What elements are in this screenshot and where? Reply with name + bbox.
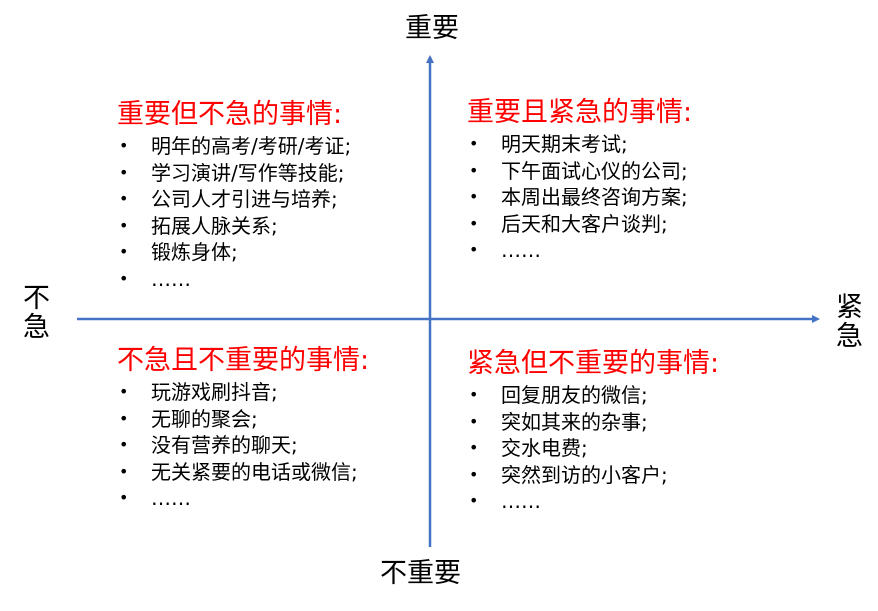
list-item: •明年的高考/考研/考证;	[119, 134, 352, 158]
list-item: •拓展人脉关系;	[119, 213, 278, 238]
quadrant-important-not-urgent: 重要但不急的事情: •明年的高考/考研/考证; •学习演讲/写作等技能; •公司…	[117, 97, 351, 292]
bullet-icon: •	[119, 215, 129, 235]
bullet-icon: •	[119, 136, 129, 155]
quadrant-title: 重要且紧急的事情:	[467, 97, 693, 128]
list-item: •……	[119, 266, 191, 291]
list-item: •锻炼身体;	[119, 240, 238, 264]
item-list: •回复朋友的微信; •突如其来的杂事; •交水电费; •突然到访的小客户; •……	[467, 382, 719, 515]
axis-label-urgent: 紧急	[831, 292, 862, 350]
bullet-icon: •	[119, 382, 129, 401]
list-item: •突然到访的小客户;	[469, 462, 668, 487]
list-item: •回复朋友的微信;	[469, 383, 648, 407]
quadrant-title: 重要但不急的事情:	[117, 99, 343, 130]
axis-label-important: 重要	[405, 13, 459, 44]
bullet-icon: •	[469, 240, 479, 259]
list-item: •下午面试心仪的公司;	[469, 158, 688, 183]
bullet-icon: •	[469, 464, 479, 484]
bullet-icon: •	[119, 162, 129, 182]
bullet-icon: •	[119, 461, 129, 481]
list-item: •学习演讲/写作等技能;	[119, 160, 345, 185]
list-item: •玩游戏刷抖音;	[119, 380, 278, 404]
list-item: •……	[119, 486, 191, 510]
list-item: •后天和大客户谈判;	[469, 211, 668, 236]
list-item: •无关紧要的电话或微信;	[119, 459, 358, 484]
list-item: •没有营养的聊天;	[119, 433, 298, 457]
bullet-icon: •	[469, 438, 479, 457]
list-item: •无聊的聚会;	[119, 406, 258, 431]
bullet-icon: •	[469, 491, 479, 510]
quadrant-title: 不急且不重要的事情:	[117, 345, 370, 376]
bullet-icon: •	[119, 488, 129, 507]
list-item: •交水电费;	[469, 436, 588, 460]
axis-label-not-urgent: 不急	[18, 283, 49, 341]
axis-label-not-important: 不重要	[380, 558, 461, 589]
list-item: •……	[469, 238, 541, 262]
bullet-icon: •	[119, 408, 129, 428]
item-list: •明天期末考试; •下午面试心仪的公司; •本周出最终咨询方案; •后天和大客户…	[467, 131, 692, 264]
bullet-icon: •	[119, 189, 129, 208]
bullet-icon: •	[469, 385, 479, 404]
quadrant-urgent-not-important: 紧急但不重要的事情: •回复朋友的微信; •突如其来的杂事; •交水电费; •突…	[467, 346, 719, 515]
bullet-icon: •	[469, 187, 479, 206]
quadrant-not-important-not-urgent: 不急且不重要的事情: •玩游戏刷抖音; •无聊的聚会; •没有营养的聊天; •无…	[117, 343, 369, 512]
bullet-icon: •	[469, 134, 479, 153]
bullet-icon: •	[469, 411, 479, 431]
quadrant-title: 紧急但不重要的事情:	[467, 348, 720, 379]
list-item: •明天期末考试;	[469, 132, 628, 156]
quadrant-important-urgent: 重要且紧急的事情: •明天期末考试; •下午面试心仪的公司; •本周出最终咨询方…	[467, 95, 692, 264]
list-item: •突如其来的杂事;	[469, 409, 648, 434]
item-list: •玩游戏刷抖音; •无聊的聚会; •没有营养的聊天; •无关紧要的电话或微信; …	[117, 379, 369, 512]
list-item: •公司人才引进与培养;	[119, 187, 338, 211]
item-list: •明年的高考/考研/考证; •学习演讲/写作等技能; •公司人才引进与培养; •…	[117, 133, 351, 292]
bullet-icon: •	[469, 213, 479, 233]
bullet-icon: •	[469, 160, 479, 180]
bullet-icon: •	[119, 435, 129, 454]
list-item: •……	[469, 489, 541, 513]
bullet-icon: •	[119, 268, 129, 288]
bullet-icon: •	[119, 242, 129, 261]
list-item: •本周出最终咨询方案;	[469, 185, 688, 209]
